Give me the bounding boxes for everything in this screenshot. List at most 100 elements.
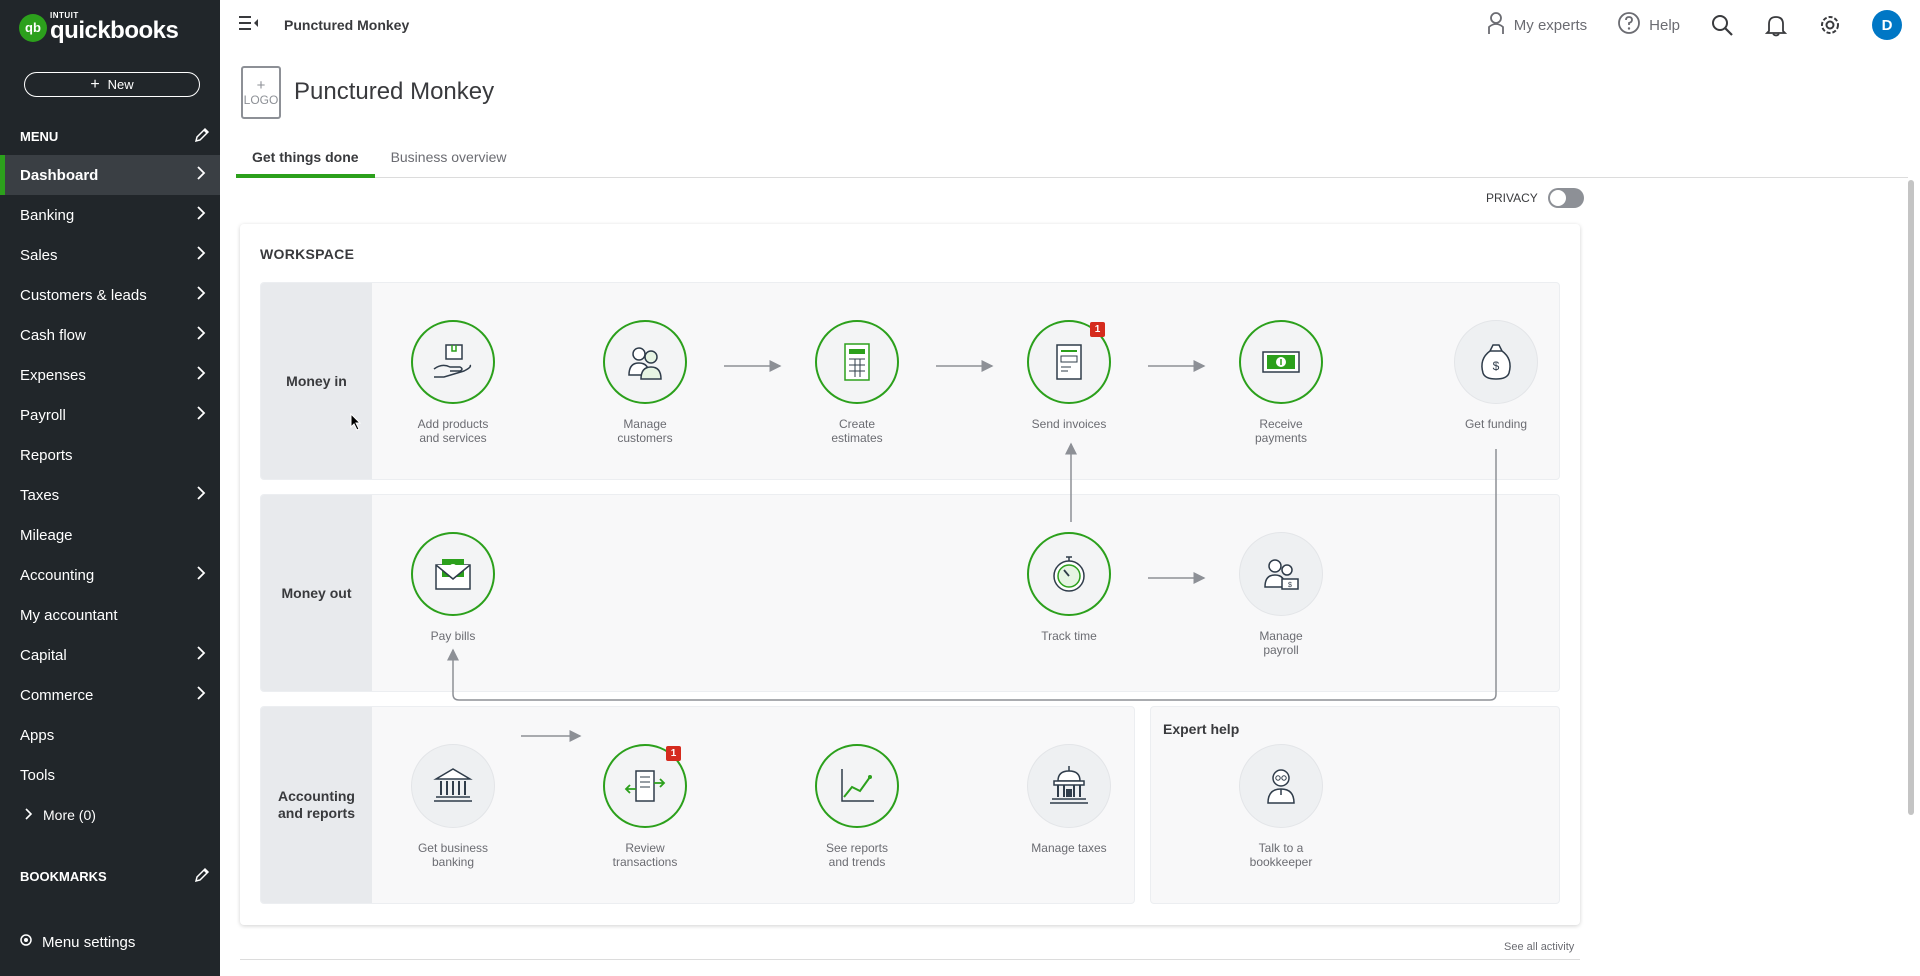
privacy-label: PRIVACY bbox=[1486, 191, 1538, 205]
node-get-business-banking[interactable]: Get business banking bbox=[383, 744, 523, 869]
node-manage-payroll[interactable]: $ Manage payroll bbox=[1211, 532, 1351, 657]
page-scrollbar[interactable] bbox=[1908, 180, 1914, 815]
node-get-funding[interactable]: $ Get funding bbox=[1426, 320, 1566, 431]
company-name-heading: Punctured Monkey bbox=[294, 78, 495, 105]
create-estimates-circle[interactable] bbox=[815, 320, 899, 404]
sidebar-item-reports[interactable]: Reports bbox=[0, 435, 220, 475]
sidebar-item-label: Commerce bbox=[20, 686, 94, 704]
chevron-right-icon bbox=[196, 165, 206, 185]
sidebar-item-capital[interactable]: Capital bbox=[0, 635, 220, 675]
expert-help-title: Expert help bbox=[1163, 721, 1240, 737]
add-logo-button[interactable]: + LOGO bbox=[241, 66, 281, 119]
notification-bell-icon[interactable] bbox=[1764, 13, 1788, 37]
sidebar-item-mileage[interactable]: Mileage bbox=[0, 515, 220, 555]
node-add-products[interactable]: Add products and services bbox=[383, 320, 523, 445]
edit-bookmarks-pencil-icon[interactable] bbox=[194, 867, 210, 886]
pay-bills-label: Pay bills bbox=[430, 629, 476, 643]
new-button[interactable]: + New bbox=[24, 72, 200, 97]
sidebar-item-label: Banking bbox=[20, 206, 75, 224]
bank-icon bbox=[433, 768, 473, 802]
add-products-circle[interactable] bbox=[411, 320, 495, 404]
add-products-label: Add products and services bbox=[417, 417, 489, 445]
bookmarks-label: BOOKMARKS bbox=[20, 869, 107, 884]
row-label-money-out: Money out bbox=[261, 495, 372, 691]
sidebar-item-payroll[interactable]: Payroll bbox=[0, 395, 220, 435]
node-manage-taxes[interactable]: Manage taxes bbox=[999, 744, 1139, 855]
row-accounting-reports: Accounting and reports bbox=[260, 706, 1135, 904]
talk-bookkeeper-circle[interactable] bbox=[1239, 744, 1323, 828]
user-avatar[interactable]: D bbox=[1872, 10, 1902, 40]
node-receive-payments[interactable]: Receive payments bbox=[1211, 320, 1351, 445]
send-invoices-circle[interactable]: 1 bbox=[1027, 320, 1111, 404]
get-funding-circle[interactable]: $ bbox=[1454, 320, 1538, 404]
invoice-document-icon bbox=[1056, 344, 1082, 380]
manage-taxes-label: Manage taxes bbox=[1031, 841, 1107, 855]
node-see-reports[interactable]: See reports and trends bbox=[787, 744, 927, 869]
bookmarks-header: BOOKMARKS bbox=[20, 867, 210, 886]
chevron-right-icon bbox=[196, 645, 206, 665]
collapse-menu-icon[interactable] bbox=[238, 14, 260, 38]
sidebar-item-taxes[interactable]: Taxes bbox=[0, 475, 220, 515]
review-transactions-circle[interactable]: 1 bbox=[603, 744, 687, 828]
node-pay-bills[interactable]: Pay bills bbox=[383, 532, 523, 643]
sidebar-item-accounting[interactable]: Accounting bbox=[0, 555, 220, 595]
review-transactions-label: Review transactions bbox=[612, 841, 678, 869]
node-send-invoices[interactable]: 1 Send invoices bbox=[999, 320, 1139, 431]
chevron-right-icon bbox=[196, 285, 206, 305]
sidebar-item-banking[interactable]: Banking bbox=[0, 195, 220, 235]
quickbooks-logo[interactable]: qb INTUIT quickbooks bbox=[19, 12, 179, 43]
pay-bills-circle[interactable] bbox=[411, 532, 495, 616]
government-building-icon bbox=[1050, 766, 1088, 804]
stopwatch-icon bbox=[1053, 556, 1085, 592]
chevron-right-icon bbox=[196, 205, 206, 225]
chevron-right-icon bbox=[196, 685, 206, 705]
help-label: Help bbox=[1649, 16, 1680, 34]
sidebar-item-sales[interactable]: Sales bbox=[0, 235, 220, 275]
sidebar-item-customers-leads[interactable]: Customers & leads bbox=[0, 275, 220, 315]
search-icon[interactable] bbox=[1710, 13, 1734, 37]
manage-customers-circle[interactable] bbox=[603, 320, 687, 404]
workspace-panel: WORKSPACE Money in Money out Accounting … bbox=[240, 224, 1580, 925]
receive-payments-circle[interactable] bbox=[1239, 320, 1323, 404]
see-all-activity-link[interactable]: See all activity bbox=[1504, 941, 1575, 953]
chevron-right-icon bbox=[196, 325, 206, 345]
add-logo-text: LOGO bbox=[243, 93, 279, 107]
get-business-banking-circle[interactable] bbox=[411, 744, 495, 828]
sidebar-item-expenses[interactable]: Expenses bbox=[0, 355, 220, 395]
menu-settings-button[interactable]: Menu settings bbox=[18, 932, 135, 952]
sidebar-item-apps[interactable]: Apps bbox=[0, 715, 220, 755]
sidebar-item-my-accountant[interactable]: My accountant bbox=[0, 595, 220, 635]
sidebar-item-label: Taxes bbox=[20, 486, 60, 504]
tab-get-things-done[interactable]: Get things done bbox=[236, 145, 375, 178]
tab-business-overview[interactable]: Business overview bbox=[390, 149, 507, 165]
sidebar-item-label: Sales bbox=[20, 246, 58, 264]
svg-text:$: $ bbox=[1493, 359, 1500, 373]
chevron-right-icon bbox=[25, 807, 33, 823]
node-talk-bookkeeper[interactable]: Talk to a bookkeeper bbox=[1211, 744, 1351, 869]
sidebar-item-label: Tools bbox=[20, 766, 56, 784]
review-transactions-badge: 1 bbox=[666, 746, 681, 761]
help-button[interactable]: Help bbox=[1617, 11, 1680, 39]
sidebar-more-button[interactable]: More (0) bbox=[0, 795, 220, 835]
node-manage-customers[interactable]: Manage customers bbox=[575, 320, 715, 445]
track-time-circle[interactable] bbox=[1027, 532, 1111, 616]
manage-payroll-circle[interactable]: $ bbox=[1239, 532, 1323, 616]
sidebar-item-tools[interactable]: Tools bbox=[0, 755, 220, 795]
node-review-transactions[interactable]: 1 Review transactions bbox=[575, 744, 715, 869]
sidebar-item-commerce[interactable]: Commerce bbox=[0, 675, 220, 715]
edit-menu-pencil-icon[interactable] bbox=[194, 127, 210, 146]
sidebar-item-label: Dashboard bbox=[20, 166, 99, 184]
manage-taxes-circle[interactable] bbox=[1027, 744, 1111, 828]
receive-payments-label: Receive payments bbox=[1254, 417, 1308, 445]
settings-gear-icon[interactable] bbox=[1818, 13, 1842, 37]
qb-logo-icon: qb bbox=[19, 13, 47, 42]
node-create-estimates[interactable]: Create estimates bbox=[787, 320, 927, 445]
workspace-title: WORKSPACE bbox=[260, 246, 355, 262]
sidebar-item-cash-flow[interactable]: Cash flow bbox=[0, 315, 220, 355]
node-track-time[interactable]: Track time bbox=[999, 532, 1139, 643]
see-reports-circle[interactable] bbox=[815, 744, 899, 828]
sidebar-item-dashboard[interactable]: Dashboard bbox=[0, 155, 220, 195]
privacy-toggle[interactable] bbox=[1547, 188, 1584, 208]
my-experts-button[interactable]: My experts bbox=[1486, 11, 1587, 39]
